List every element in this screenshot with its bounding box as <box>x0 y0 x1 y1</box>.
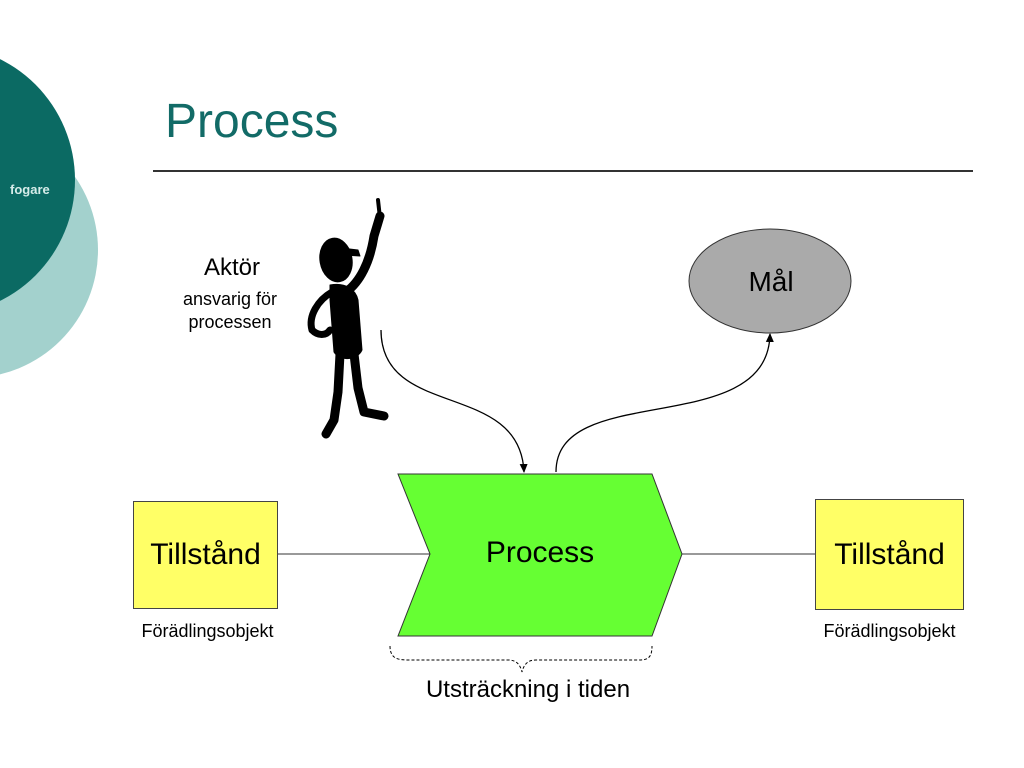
actor-description: ansvarig för processen <box>182 289 278 333</box>
decorative-circles <box>0 59 98 375</box>
goal-label: Mål <box>748 266 794 297</box>
actor-title: Aktör <box>203 254 260 281</box>
state-right-label: Tillstånd <box>834 537 945 571</box>
slide-title: Process <box>165 95 339 148</box>
object-label-right: Förädlingsobjekt <box>823 621 956 641</box>
process-chevron <box>397 473 683 637</box>
process-label: Process <box>485 536 595 569</box>
time-span-label: Utsträckning i tiden <box>425 676 631 703</box>
state-box-left: Tillstånd <box>133 501 278 609</box>
pointing-person-icon <box>307 198 389 439</box>
state-left-label: Tillstånd <box>150 538 261 571</box>
title-divider <box>153 170 973 172</box>
process-to-goal-arrow <box>555 333 774 473</box>
brand-label: fogare <box>10 182 50 197</box>
actor-to-process-arrow <box>380 329 528 473</box>
state-box-right: Tillstånd <box>815 499 964 610</box>
time-span-brace <box>389 645 653 673</box>
dark-teal-circle <box>0 59 75 301</box>
object-label-left: Förädlingsobjekt <box>141 621 274 641</box>
goal-ellipse <box>688 228 852 334</box>
